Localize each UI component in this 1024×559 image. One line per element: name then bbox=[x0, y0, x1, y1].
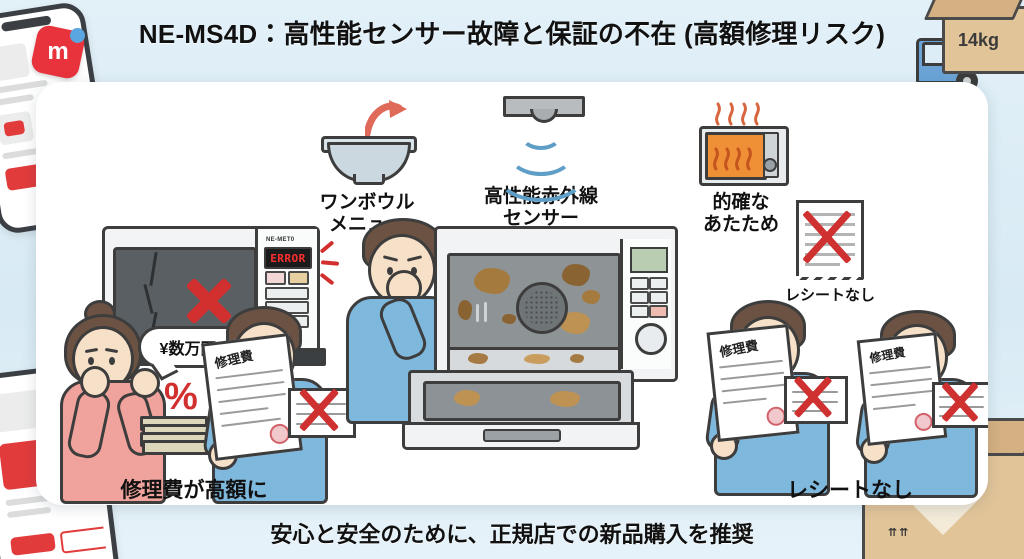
footer-caption: 安心と安全のために、正規店での新品購入を推奨 bbox=[270, 522, 754, 547]
eyebrow bbox=[382, 255, 399, 262]
document-line bbox=[722, 397, 767, 405]
microwave-brand-label: NE-MET0 bbox=[266, 237, 295, 243]
spark-icon bbox=[319, 240, 335, 254]
eye bbox=[88, 357, 94, 365]
oven-button bbox=[649, 305, 668, 318]
eyebrow bbox=[406, 255, 423, 262]
document-title: 修理費 bbox=[868, 345, 907, 366]
control-button bbox=[288, 271, 309, 285]
sensor-wave-3 bbox=[495, 144, 587, 202]
document-line bbox=[719, 359, 783, 369]
oven-button bbox=[630, 291, 649, 304]
receipt-torn-edge bbox=[796, 276, 864, 286]
box-weight-label: 14kg bbox=[958, 30, 1000, 50]
warranty-void-x-icon bbox=[290, 384, 348, 436]
document-title: 修理費 bbox=[718, 337, 760, 360]
spark-icon bbox=[319, 272, 335, 286]
microwave-icon-knob bbox=[763, 158, 777, 172]
oven-door-open bbox=[408, 370, 634, 430]
app-logo-dot-icon bbox=[70, 28, 85, 43]
crack-line bbox=[149, 251, 158, 287]
document-title: 修理費 bbox=[213, 347, 255, 372]
oven-button bbox=[630, 277, 649, 290]
banknote-stack bbox=[142, 440, 210, 455]
content-card: ワンボウル メニュー 高性能赤外線 センサー bbox=[36, 82, 988, 505]
oven-control-panel bbox=[620, 239, 671, 369]
eye bbox=[109, 357, 115, 365]
document-line bbox=[217, 392, 287, 404]
oven-door-glass bbox=[423, 381, 621, 421]
steam-lines-icon bbox=[715, 102, 760, 126]
steam-mark bbox=[484, 302, 487, 322]
scene-no-receipt: レシートなし 修理費 bbox=[684, 200, 988, 505]
control-button bbox=[265, 271, 286, 285]
stamp-icon bbox=[913, 412, 934, 432]
curved-arrow-icon bbox=[363, 98, 409, 138]
control-button bbox=[265, 287, 309, 300]
document-line bbox=[219, 407, 269, 416]
document-line bbox=[868, 365, 932, 375]
eye bbox=[387, 267, 393, 275]
food-stain bbox=[570, 354, 584, 363]
food-stain bbox=[474, 268, 510, 294]
microwave-oven-open bbox=[434, 226, 678, 382]
bowl-icon bbox=[282, 92, 452, 188]
oven-handle bbox=[483, 429, 561, 442]
infrared-sensor-icon bbox=[446, 86, 636, 202]
steam-mark bbox=[476, 304, 479, 322]
oven-button bbox=[649, 291, 668, 304]
eyebrow bbox=[84, 347, 99, 354]
oven-button bbox=[649, 277, 668, 290]
eye bbox=[411, 267, 417, 275]
percent-symbol: % bbox=[164, 376, 198, 418]
scene-repair-cost: NE-MET0 ERROR bbox=[56, 220, 356, 505]
food-stain bbox=[550, 391, 580, 407]
food-stain bbox=[560, 312, 590, 334]
right-caption-overlay: レシートなし bbox=[787, 479, 913, 502]
oven-fan-vent bbox=[516, 282, 568, 334]
warranty-void-x-icon-a bbox=[786, 372, 840, 422]
food-stain bbox=[524, 354, 550, 364]
document-line bbox=[216, 380, 285, 392]
feature-three-label: 的確な あたため bbox=[702, 192, 779, 236]
warranty-void-x-icon-b bbox=[934, 378, 986, 426]
food-stain bbox=[468, 353, 488, 364]
left-caption-overlay: 修理費が高額に bbox=[120, 479, 268, 502]
feature-two-sensor: 高性能赤外線 センサー bbox=[446, 86, 636, 231]
microwave-error-display: ERROR bbox=[264, 247, 312, 269]
microwave-heat-icon bbox=[656, 92, 826, 188]
document-line bbox=[870, 377, 933, 387]
food-stain bbox=[582, 290, 600, 304]
eyebrow bbox=[104, 347, 119, 354]
bowl-foot bbox=[353, 174, 385, 185]
scene-dirty-oven bbox=[346, 212, 678, 472]
phone-text-line bbox=[0, 93, 35, 107]
hand-raised bbox=[130, 368, 160, 398]
oven-door-handle-bar bbox=[402, 422, 640, 450]
no-receipt-x-icon bbox=[794, 204, 860, 270]
food-stain bbox=[562, 264, 590, 286]
food-stain bbox=[458, 300, 472, 320]
spark-icon bbox=[320, 260, 340, 266]
oven-dial bbox=[635, 323, 667, 355]
document-line bbox=[721, 383, 786, 393]
document-line bbox=[214, 368, 284, 380]
food-stain bbox=[502, 314, 516, 324]
hand-on-chin bbox=[80, 366, 110, 398]
feature-three-heat: 的確な あたため bbox=[656, 92, 826, 237]
document-line bbox=[720, 371, 785, 381]
oven-button bbox=[630, 305, 649, 318]
receipt-label: レシートなし bbox=[784, 287, 875, 304]
page-title: NE-MS4D：高性能センサー故障と保証の不在 (高額修理リスク) bbox=[138, 19, 886, 49]
document-line bbox=[871, 389, 934, 399]
microwave-icon-window bbox=[705, 132, 767, 180]
box-fragile-marking-icon: ⇈⇈ bbox=[888, 527, 911, 539]
oven-cavity bbox=[447, 253, 621, 355]
oven-display bbox=[630, 247, 668, 273]
document-line bbox=[872, 403, 916, 411]
food-stain bbox=[454, 390, 480, 406]
